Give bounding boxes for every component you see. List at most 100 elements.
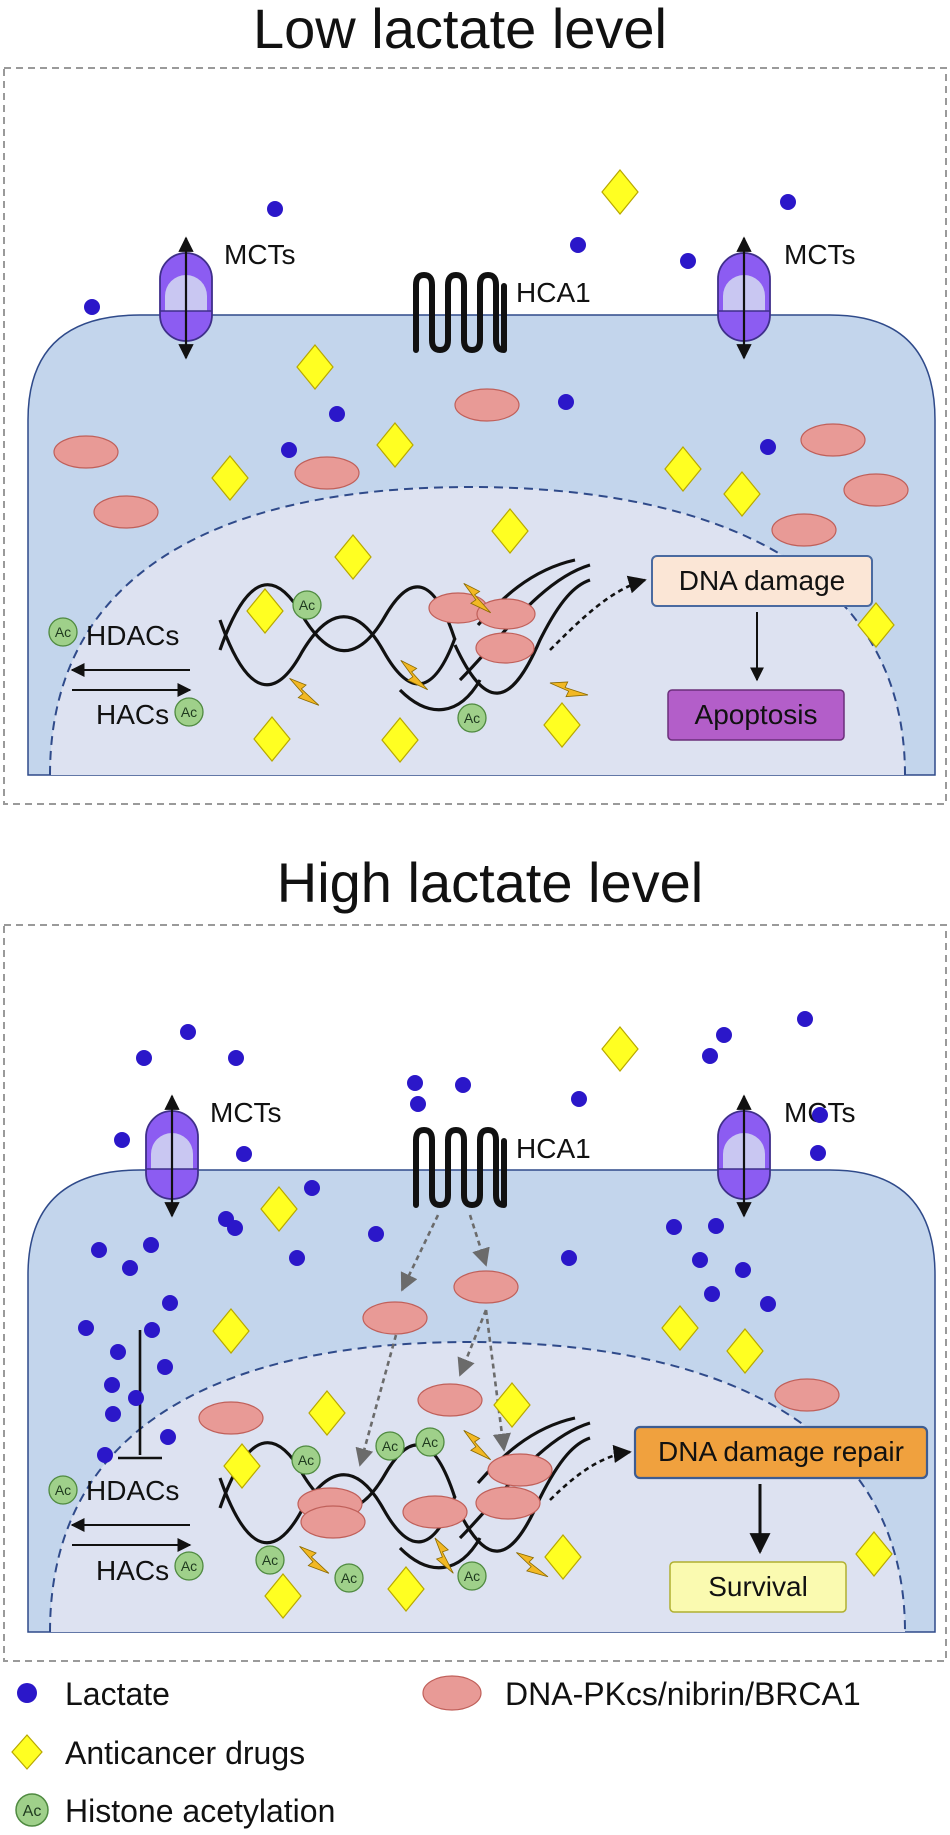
lactate-dot [227, 1220, 243, 1236]
lactate-dot [410, 1096, 426, 1112]
histone-acetylation-ac-text: Ac [181, 1558, 197, 1574]
anticancer-drug-diamond [334, 534, 372, 580]
dna-repair-protein [453, 1270, 519, 1304]
lactate-dot [105, 1406, 121, 1422]
histone-acetylation-ac-text: Ac [262, 1552, 278, 1568]
high-lightning-dna-break [463, 1430, 492, 1461]
dna-repair-protein [93, 495, 159, 529]
low-apoptosis-text: Apoptosis [695, 699, 818, 730]
dna-repair-protein [843, 473, 909, 507]
high-dna-damage-repair-text: DNA damage repair [658, 1436, 904, 1467]
low-panel-title: Low lactate level [253, 0, 667, 60]
legend-protein-swatch [422, 1675, 482, 1711]
lactate-dot [708, 1218, 724, 1234]
high-hdacs-label: HDACs [86, 1475, 179, 1506]
high-lightning-dna-break [434, 1537, 454, 1574]
anticancer-drug-diamond [376, 422, 414, 468]
dna-repair-protein [53, 435, 119, 469]
lactate-dot [110, 1344, 126, 1360]
lactate-dot [97, 1447, 113, 1463]
anticancer-drug-diamond [723, 471, 761, 517]
histone-acetylation-ac-text: Ac [181, 704, 197, 720]
anticancer-drug-diamond [661, 1305, 699, 1351]
anticancer-drug-diamond [211, 455, 249, 501]
anticancer-drug-diamond [296, 344, 334, 390]
anticancer-drug-diamond [212, 1308, 250, 1354]
dna-repair-protein [475, 1486, 541, 1520]
lactate-dot [570, 237, 586, 253]
lactate-dot [704, 1286, 720, 1302]
high-hca1-label: HCA1 [516, 1133, 591, 1164]
legend: Lactate Anticancer drugs Ac Histone acet… [11, 1675, 861, 1829]
low-hca1-receptor [413, 272, 507, 353]
lactate-dot [558, 394, 574, 410]
high-repair-to-damage-arrow [549, 1444, 632, 1501]
low-hca1-label: HCA1 [516, 277, 591, 308]
low-panel: MCTs MCTs HCA1 [27, 169, 936, 776]
low-mct-left [159, 236, 213, 360]
high-mct-right [717, 1094, 771, 1218]
high-hdac-hac-arrows [70, 1518, 192, 1552]
lactate-dot [760, 1296, 776, 1312]
anticancer-drug-diamond [387, 1566, 425, 1612]
histone-acetylation-ac-text: Ac [55, 624, 71, 640]
lactate-dot [228, 1050, 244, 1066]
high-panel-title: High lactate level [277, 851, 703, 914]
lactate-dot [114, 1132, 130, 1148]
anticancer-drug-diamond [381, 717, 419, 763]
legend-acetylation-ac: Ac [23, 1803, 42, 1820]
lactate-dot [91, 1242, 107, 1258]
low-panel-frame [3, 67, 947, 805]
high-panel: MCTs MCTs HCA1 [27, 1011, 936, 1633]
lactate-dot [104, 1377, 120, 1393]
histone-acetylation-mark [48, 1475, 78, 1505]
anticancer-drug-diamond [726, 1328, 764, 1374]
lactate-dot [666, 1219, 682, 1235]
anticancer-drug-diamond [308, 1390, 346, 1436]
lactate-dot [702, 1048, 718, 1064]
lactate-dot [84, 299, 100, 315]
dna-repair-protein [300, 1505, 366, 1539]
low-dna-repair-protein [476, 598, 536, 630]
low-hacs-label: HACs [96, 699, 169, 730]
lactate-dot [760, 439, 776, 455]
anticancer-drug-diamond [543, 702, 581, 748]
histone-acetylation-ac-text: Ac [382, 1438, 398, 1454]
histone-acetylation-mark [174, 697, 204, 727]
lactate-dot [162, 1295, 178, 1311]
anticancer-drug-diamond [544, 1534, 582, 1580]
low-mct-left-label: MCTs [224, 239, 296, 270]
anticancer-drug-diamond [493, 1382, 531, 1428]
legend-lactate-label: Lactate [65, 1676, 170, 1712]
histone-acetylation-mark [292, 590, 322, 620]
legend-drug-label: Anticancer drugs [65, 1735, 305, 1771]
lactate-dot [160, 1429, 176, 1445]
lactate-dot [780, 194, 796, 210]
low-lightning-dna-break [400, 660, 429, 691]
low-dna-damage-box [651, 555, 873, 607]
dna-repair-protein [402, 1495, 468, 1529]
histone-acetylation-mark [457, 1561, 487, 1591]
dna-repair-protein [417, 1383, 483, 1417]
histone-acetylation-ac-text: Ac [464, 1568, 480, 1584]
high-survival-box [669, 1561, 847, 1613]
low-lightning-dna-break [549, 681, 589, 698]
low-dna-damage-text: DNA damage [679, 565, 846, 596]
lactate-dot [810, 1145, 826, 1161]
dna-repair-protein [198, 1401, 264, 1435]
lactate-dot [236, 1146, 252, 1162]
lactate-dot [716, 1027, 732, 1043]
anticancer-drug-diamond [260, 1186, 298, 1232]
lactate-dot [180, 1024, 196, 1040]
lactate-dot [812, 1107, 828, 1123]
histone-acetylation-ac-text: Ac [299, 597, 315, 613]
lactate-dot [122, 1260, 138, 1276]
low-lightning-dna-break [463, 583, 492, 614]
lactate-dot [692, 1252, 708, 1268]
dna-repair-protein [294, 456, 360, 490]
legend-acetylation-label: Histone acetylation [65, 1793, 335, 1829]
dna-repair-protein [800, 423, 866, 457]
low-mct-right [717, 236, 771, 360]
anticancer-drug-diamond [491, 508, 529, 554]
histone-acetylation-mark [415, 1427, 445, 1457]
